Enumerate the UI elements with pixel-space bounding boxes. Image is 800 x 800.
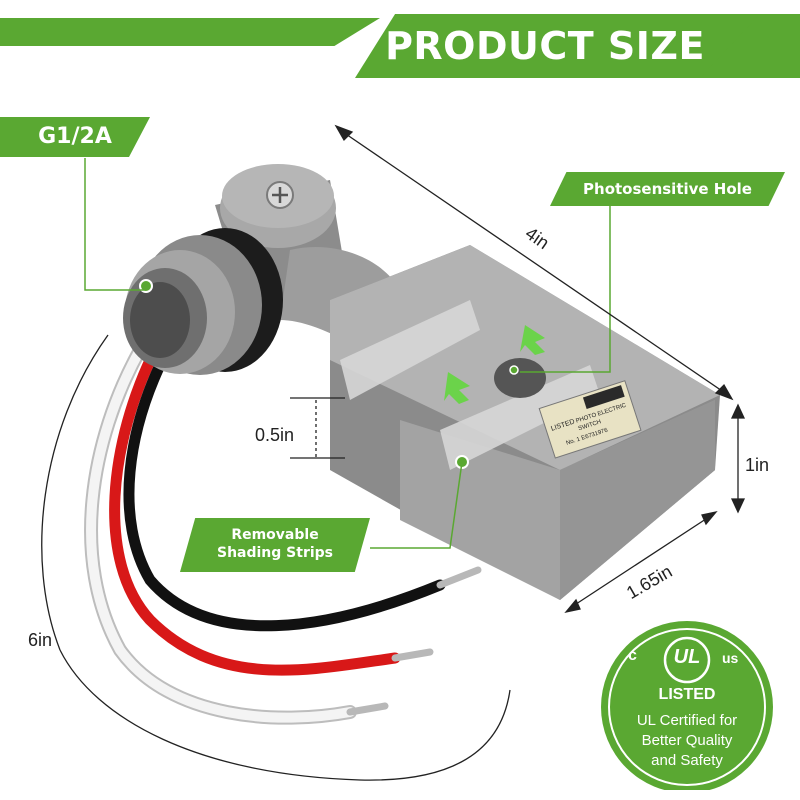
offset-dimension-label: 0.5in	[255, 425, 295, 445]
leader-lines	[84, 158, 611, 549]
shading-strips-line-2: Shading Strips	[216, 545, 333, 561]
ul-c-mark: c	[628, 647, 637, 664]
header-left-stripe	[0, 18, 380, 46]
height-dimension-label: 1in	[745, 455, 770, 475]
wire-length-dimension-label: 6in	[28, 630, 53, 650]
ul-logo-mark: UL	[673, 646, 701, 668]
dimension-lines	[41, 124, 746, 781]
threaded-nozzle	[123, 228, 283, 375]
sensor-housing	[330, 245, 720, 600]
product-sticker: LISTED PHOTO ELECTRIC SWITCH No. 1 E6731…	[538, 380, 642, 459]
ul-certified-line-1: UL Certified for	[636, 712, 738, 729]
shading-strips-tag: Removable Shading Strips	[180, 518, 370, 572]
page-title: PRODUCT SIZE	[385, 24, 705, 68]
strand-black	[436, 566, 482, 589]
ul-badge: c UL us LISTED UL Certified for Better Q…	[588, 612, 786, 790]
photosensitive-hole-tag: Photosensitive Hole	[550, 172, 785, 206]
strand-white	[346, 702, 389, 716]
wire-white	[86, 345, 355, 723]
strand-red	[391, 648, 434, 662]
ul-listed-text: LISTED	[658, 686, 716, 703]
wire-red	[109, 344, 401, 676]
wire-black	[123, 339, 446, 632]
ul-certified-line-3: and Safety	[651, 752, 723, 769]
wires	[84, 339, 482, 725]
ul-certified-line-2: Better Quality	[641, 732, 733, 749]
ul-us-mark: us	[722, 650, 739, 666]
shading-strips-line-1: Removable	[231, 527, 319, 543]
thread-size-tag: G1/2A	[0, 117, 150, 157]
